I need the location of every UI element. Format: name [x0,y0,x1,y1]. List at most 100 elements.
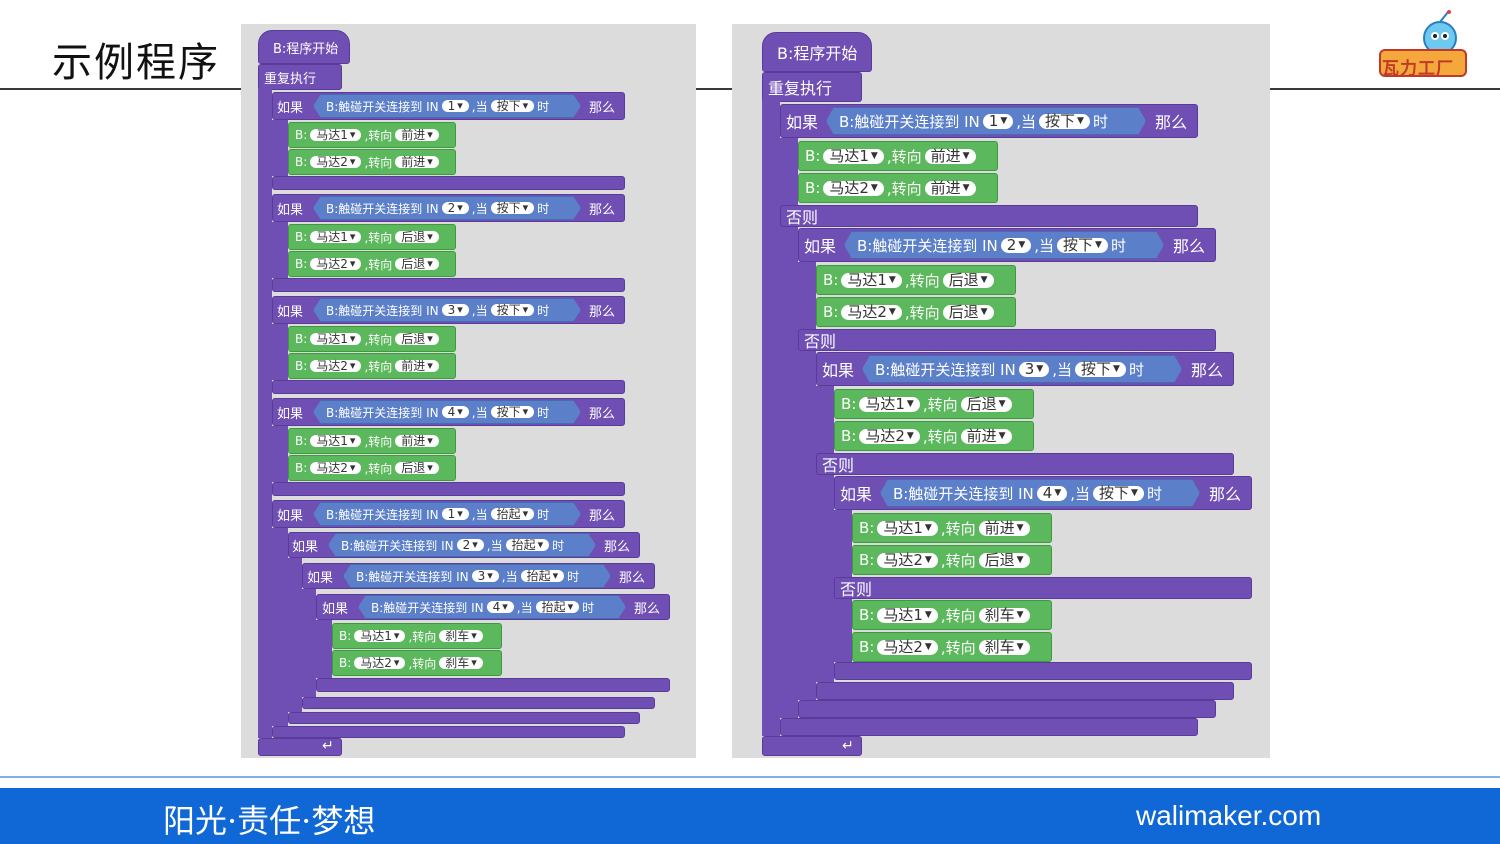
direction-dropdown[interactable]: 后退▼ [978,552,1030,568]
left-forever-block[interactable] [258,64,342,90]
port-dropdown[interactable]: 1▼ [442,508,469,520]
direction-dropdown[interactable]: 后退▼ [395,333,439,345]
motor-dropdown[interactable]: 马达2▼ [310,360,362,372]
state-dropdown[interactable]: 按下▼ [491,304,535,316]
direction-dropdown[interactable]: 后退▼ [942,272,994,288]
direction-dropdown[interactable]: 前进▼ [924,148,976,164]
motor-dropdown[interactable]: 马达1▼ [877,520,938,536]
port-dropdown[interactable]: 2▼ [1001,238,1031,253]
motor-dropdown[interactable]: 马达2▼ [310,156,362,168]
motor-block[interactable]: B:马达2▼,转向后退▼ [288,455,456,481]
motor-dropdown[interactable]: 马达2▼ [354,657,406,669]
touch-sensor-condition[interactable]: B:触碰开关连接到 IN 3▼ ,当 按下▼ 时 [862,355,1182,383]
motor-block[interactable]: B:马达1▼,转向前进▼ [288,428,456,454]
motor-dropdown[interactable]: 马达2▼ [859,428,920,444]
motor-dropdown[interactable]: 马达2▼ [841,304,902,320]
state-dropdown[interactable]: 抬起▼ [506,539,550,551]
motor-block[interactable]: B:马达1▼,转向刹车▼ [852,600,1052,630]
right-start-block[interactable]: B:程序开始 [762,32,872,72]
port-dropdown[interactable]: 4▼ [487,601,514,613]
port-dropdown[interactable]: 4▼ [1037,486,1067,501]
direction-dropdown[interactable]: 后退▼ [960,396,1012,412]
state-dropdown[interactable]: 按下▼ [491,100,535,112]
motor-block[interactable]: B:马达2▼,转向后退▼ [288,251,456,277]
motor-dropdown[interactable]: 马达1▼ [310,129,362,141]
motor-block[interactable]: B:马达1▼,转向后退▼ [288,326,456,352]
direction-dropdown[interactable]: 前进▼ [395,129,439,141]
state-dropdown[interactable]: 按下▼ [1057,238,1108,253]
port-dropdown[interactable]: 3▼ [1019,362,1049,377]
motor-block[interactable]: B:马达1▼,转向后退▼ [834,389,1034,419]
direction-dropdown[interactable]: 前进▼ [395,435,439,447]
touch-sensor-condition[interactable]: B:触碰开关连接到 IN 3▼ ,当 抬起▼ 时 [343,564,611,588]
motor-dropdown[interactable]: 马达2▼ [823,180,884,196]
direction-dropdown[interactable]: 后退▼ [942,304,994,320]
motor-dropdown[interactable]: 马达1▼ [310,231,362,243]
left-start-block[interactable]: B:程序开始 [258,30,350,64]
motor-dropdown[interactable]: 马达2▼ [310,462,362,474]
state-dropdown[interactable]: 按下▼ [1075,362,1126,377]
motor-dropdown[interactable]: 马达1▼ [310,333,362,345]
touch-sensor-condition[interactable]: B:触碰开关连接到 IN 1▼ ,当 按下▼ 时 [826,107,1146,135]
motor-dropdown[interactable]: 马达2▼ [310,258,362,270]
motor-block[interactable]: B:马达2▼,转向前进▼ [288,149,456,175]
port-dropdown[interactable]: 2▼ [457,539,484,551]
port-dropdown[interactable]: 3▼ [442,304,469,316]
direction-dropdown[interactable]: 刹车▼ [978,639,1030,655]
touch-sensor-condition[interactable]: B:触碰开关连接到 IN 3▼ ,当 按下▼ 时 [313,298,581,322]
right-forever-block[interactable] [762,72,862,102]
touch-sensor-condition[interactable]: B:触碰开关连接到 IN 4▼ ,当 抬起▼ 时 [358,595,626,619]
direction-dropdown[interactable]: 前进▼ [395,156,439,168]
state-dropdown[interactable]: 按下▼ [1093,486,1144,501]
motor-dropdown[interactable]: 马达2▼ [877,552,938,568]
motor-block[interactable]: B:马达1▼,转向后退▼ [816,265,1016,295]
direction-dropdown[interactable]: 后退▼ [395,258,439,270]
port-dropdown[interactable]: 3▼ [472,570,499,582]
port-dropdown[interactable]: 4▼ [442,406,469,418]
motor-block[interactable]: B:马达2▼,转向前进▼ [288,353,456,379]
state-dropdown[interactable]: 抬起▼ [536,601,580,613]
motor-block[interactable]: B:马达2▼,转向刹车▼ [852,632,1052,662]
direction-dropdown[interactable]: 前进▼ [960,428,1012,444]
motor-block[interactable]: B:马达1▼,转向前进▼ [852,513,1052,543]
state-dropdown[interactable]: 抬起▼ [521,570,565,582]
direction-dropdown[interactable]: 后退▼ [395,231,439,243]
direction-dropdown[interactable]: 后退▼ [395,462,439,474]
touch-sensor-condition[interactable]: B:触碰开关连接到 IN 4▼ ,当 按下▼ 时 [880,479,1200,507]
motor-block[interactable]: B:马达2▼,转向后退▼ [816,297,1016,327]
motor-block[interactable]: B:马达2▼,转向前进▼ [798,173,998,203]
direction-dropdown[interactable]: 前进▼ [978,520,1030,536]
motor-block[interactable]: B:马达1▼,转向前进▼ [798,141,998,171]
port-dropdown[interactable]: 2▼ [442,202,469,214]
state-dropdown[interactable]: 按下▼ [491,202,535,214]
motor-block[interactable]: B:马达1▼,转向前进▼ [288,122,456,148]
motor-dropdown[interactable]: 马达1▼ [877,607,938,623]
motor-dropdown[interactable]: 马达1▼ [354,630,406,642]
touch-sensor-condition[interactable]: B:触碰开关连接到 IN 4▼ ,当 按下▼ 时 [313,400,581,424]
touch-sensor-condition[interactable]: B:触碰开关连接到 IN 1▼ ,当 按下▼ 时 [313,94,581,118]
state-dropdown[interactable]: 按下▼ [1039,114,1090,129]
port-dropdown[interactable]: 1▼ [442,100,469,112]
motor-block[interactable]: B:马达1▼,转向刹车▼ [332,623,502,649]
motor-block[interactable]: B:马达1▼,转向后退▼ [288,224,456,250]
motor-block[interactable]: B:马达2▼,转向后退▼ [852,545,1052,575]
touch-sensor-condition[interactable]: B:触碰开关连接到 IN 2▼ ,当 按下▼ 时 [844,231,1164,259]
touch-sensor-condition[interactable]: B:触碰开关连接到 IN 2▼ ,当 按下▼ 时 [313,196,581,220]
direction-dropdown[interactable]: 前进▼ [924,180,976,196]
state-dropdown[interactable]: 按下▼ [491,406,535,418]
motor-dropdown[interactable]: 马达2▼ [877,639,938,655]
state-dropdown[interactable]: 抬起▼ [491,508,535,520]
direction-dropdown[interactable]: 刹车▼ [439,657,483,669]
touch-sensor-condition[interactable]: B:触碰开关连接到 IN 1▼ ,当 抬起▼ 时 [313,502,581,526]
motor-block[interactable]: B:马达2▼,转向前进▼ [834,421,1034,451]
motor-dropdown[interactable]: 马达1▼ [859,396,920,412]
direction-dropdown[interactable]: 刹车▼ [439,630,483,642]
direction-dropdown[interactable]: 刹车▼ [978,607,1030,623]
direction-dropdown[interactable]: 前进▼ [395,360,439,372]
port-dropdown[interactable]: 1▼ [983,114,1013,129]
motor-block[interactable]: B:马达2▼,转向刹车▼ [332,650,502,676]
motor-dropdown[interactable]: 马达1▼ [841,272,902,288]
motor-dropdown[interactable]: 马达1▼ [823,148,884,164]
touch-sensor-condition[interactable]: B:触碰开关连接到 IN 2▼ ,当 抬起▼ 时 [328,533,596,557]
motor-dropdown[interactable]: 马达1▼ [310,435,362,447]
